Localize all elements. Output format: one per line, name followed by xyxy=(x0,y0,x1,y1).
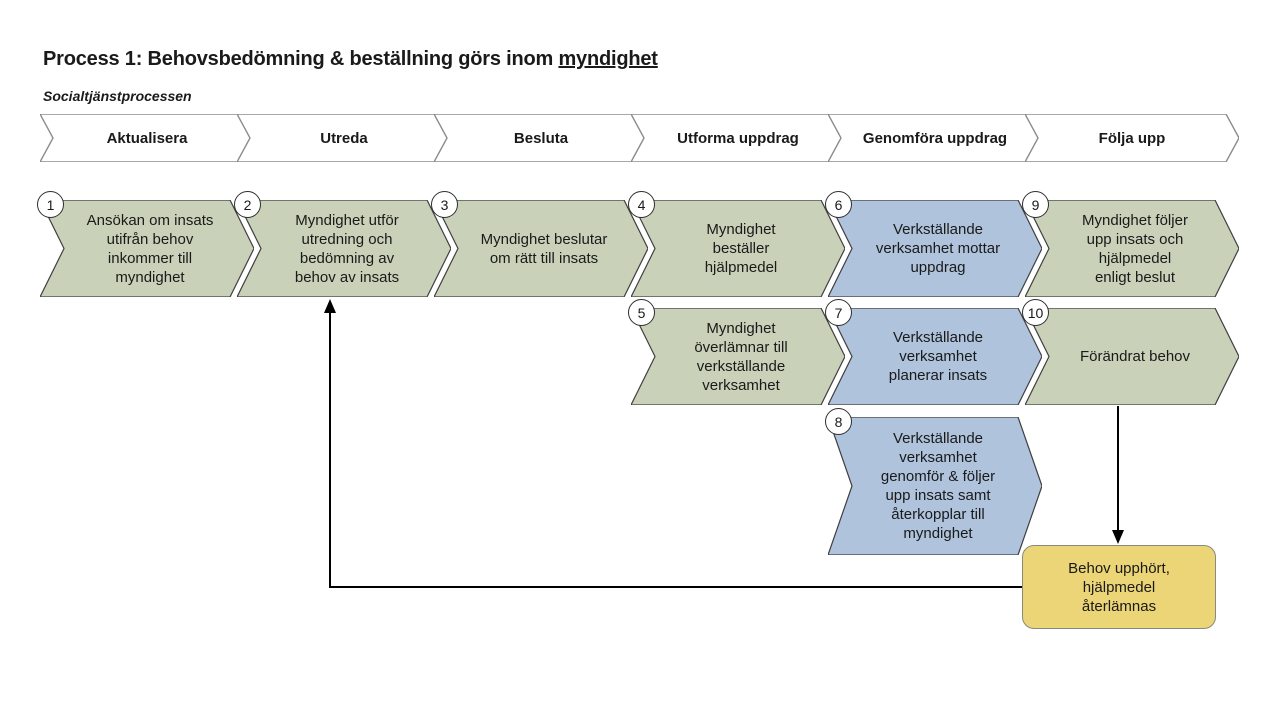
phase-label: Följa upp xyxy=(1098,129,1166,147)
page-title: Process 1: Behovsbedömning & beställning… xyxy=(43,48,658,71)
step-number-badge: 8 xyxy=(825,408,852,435)
phase-chevron-shape xyxy=(828,114,1042,162)
step-number-badge: 6 xyxy=(825,191,852,218)
step-number-badge: 2 xyxy=(234,191,261,218)
step-label: Myndighet följer upp insats och hjälpmed… xyxy=(1082,211,1188,286)
step-number-badge: 1 xyxy=(37,191,64,218)
step-4-bestaller: Myndighet beställer hjälpmedel 4 xyxy=(628,191,845,297)
step-label: Myndighet utför utredning och bedömning … xyxy=(294,211,400,286)
step-label: Ansökan om insats utifrån behov inkommer… xyxy=(86,211,214,286)
step-number-badge: 5 xyxy=(628,299,655,326)
page-title-text: Process 1: Behovsbedömning & beställning… xyxy=(43,48,559,70)
step-label: Myndighet överlämnar till verkställande … xyxy=(694,319,788,394)
phase-chevron-shape xyxy=(1025,114,1239,162)
phase-chevron-shape xyxy=(237,114,451,162)
arrowhead-up-icon xyxy=(324,299,336,313)
step-6-mottar-uppdrag: Verkställande verksamhet mottar uppdrag … xyxy=(825,191,1042,297)
step-number-badge: 4 xyxy=(628,191,655,218)
end-box-label: Behov upphört, hjälpmedel återlämnas xyxy=(1068,559,1170,615)
phase-folja-upp: Följa upp xyxy=(1025,114,1239,162)
process-subtitle: Socialtjänstprocessen xyxy=(43,88,192,104)
page-title-underlined-word: myndighet xyxy=(558,48,658,70)
step-label: Verkställande verksamhet genomför & följ… xyxy=(880,430,996,542)
step-1-ansokan: Ansökan om insats utifrån behov inkommer… xyxy=(37,191,254,297)
step-label: Förändrat behov xyxy=(1079,348,1191,365)
step-2-utredning: Myndighet utför utredning och bedömning … xyxy=(234,191,451,297)
step-number-badge: 7 xyxy=(825,299,852,326)
step-chevron-shape xyxy=(237,200,451,297)
step-chevron-shape xyxy=(828,200,1042,297)
phase-label: Genomföra uppdrag xyxy=(862,129,1008,147)
step-3-beslut: Myndighet beslutar om rätt till insats 3 xyxy=(431,191,648,297)
phase-aktualisera: Aktualisera xyxy=(40,114,254,162)
step-chevron-shape xyxy=(1025,308,1239,405)
end-box-behov-upphort: Behov upphört, hjälpmedel återlämnas xyxy=(1022,545,1216,629)
step-9-foljer-upp: Myndighet följer upp insats och hjälpmed… xyxy=(1022,191,1239,297)
phase-label: Aktualisera xyxy=(106,129,188,147)
step-label: Myndighet beställer hjälpmedel xyxy=(704,221,778,276)
step-number-badge: 3 xyxy=(431,191,458,218)
step-chevron-shape xyxy=(434,200,648,297)
phase-chevron-shape xyxy=(631,114,845,162)
step-label: Myndighet beslutar om rätt till insats xyxy=(480,230,608,267)
step-label: Verkställande verksamhet mottar uppdrag xyxy=(875,221,1001,276)
step-5-overlamnar: Myndighet överlämnar till verkställande … xyxy=(628,299,845,405)
arrowhead-down-icon xyxy=(1112,530,1124,544)
step-chevron-shape xyxy=(1025,200,1239,297)
phase-chevron-shape xyxy=(434,114,648,162)
step-number-badge: 10 xyxy=(1022,299,1049,326)
phase-besluta: Besluta xyxy=(434,114,648,162)
phase-genomfora-uppdrag: Genomföra uppdrag xyxy=(828,114,1042,162)
step-chevron-shape xyxy=(40,200,254,297)
phase-utforma-uppdrag: Utforma uppdrag xyxy=(631,114,845,162)
phase-label: Utforma uppdrag xyxy=(677,129,799,147)
phase-label: Utreda xyxy=(320,129,368,147)
phase-label: Besluta xyxy=(513,129,569,147)
phase-utreda: Utreda xyxy=(237,114,451,162)
phase-chevron-shape xyxy=(40,114,254,162)
step-8-genomfor: Verkställande verksamhet genomför & följ… xyxy=(825,408,1042,555)
step-chevron-shape xyxy=(631,200,845,297)
step-10-forandrat-behov: Förändrat behov 10 xyxy=(1022,299,1239,405)
step-label: Verkställande verksamhet planerar insats xyxy=(888,329,988,384)
step-number-badge: 9 xyxy=(1022,191,1049,218)
step-7-planerar: Verkställande verksamhet planerar insats… xyxy=(825,299,1042,405)
